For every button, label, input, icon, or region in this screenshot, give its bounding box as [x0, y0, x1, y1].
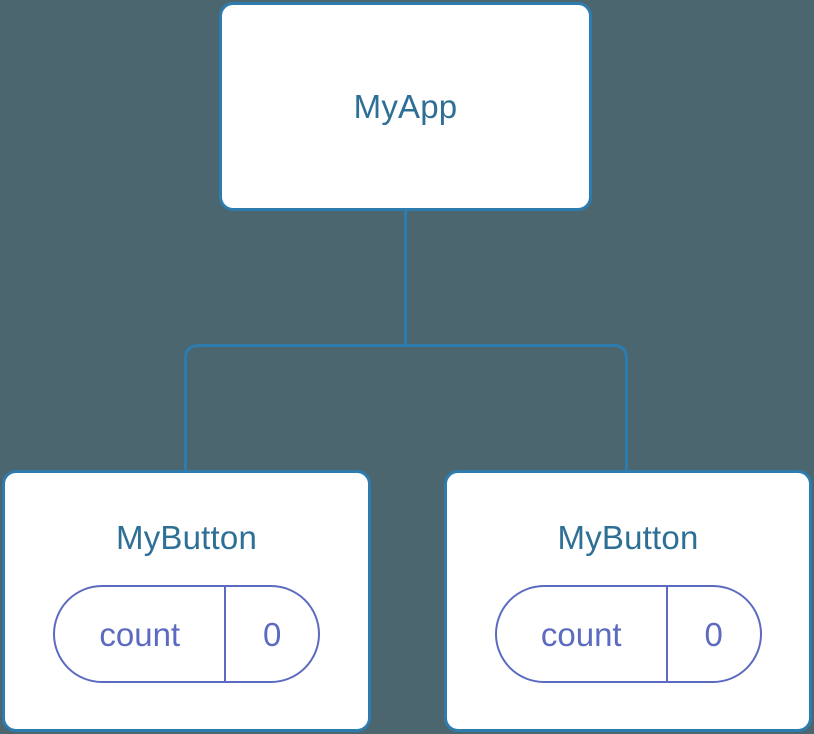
- state-pill-key: count: [497, 587, 668, 681]
- state-pill-key-label: count: [99, 615, 181, 653]
- node-title: MyButton: [557, 519, 699, 556]
- state-pill-key: count: [55, 587, 227, 681]
- state-pill-key-label: count: [540, 615, 622, 653]
- state-pill-count[interactable]: count 0: [494, 585, 762, 683]
- state-pill-count[interactable]: count 0: [53, 585, 320, 683]
- node-title: MyButton: [116, 519, 257, 556]
- node-mybutton-1[interactable]: MyButton count 0: [444, 470, 812, 732]
- connector-child-bus: [184, 344, 628, 472]
- state-pill-value-label: 0: [704, 615, 723, 653]
- node-title: MyApp: [353, 88, 458, 125]
- state-pill-value: 0: [226, 587, 318, 681]
- node-myapp[interactable]: MyApp: [219, 2, 592, 211]
- state-pill-value-label: 0: [263, 615, 282, 653]
- state-pill-value: 0: [668, 587, 760, 681]
- node-mybutton-0[interactable]: MyButton count 0: [2, 470, 371, 732]
